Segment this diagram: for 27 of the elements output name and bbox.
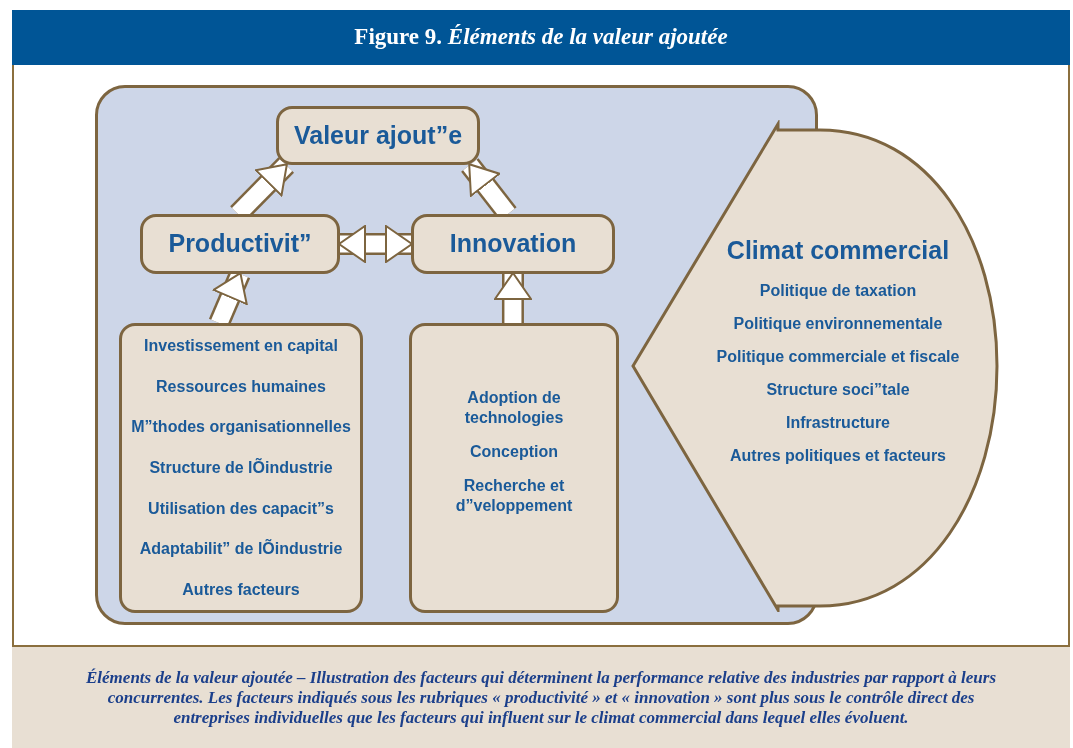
factor-text: Politique environnementale <box>732 314 944 335</box>
factor-text: Politique de taxation <box>758 281 918 302</box>
factor-text: Adoption de technologies <box>463 388 565 428</box>
factor-text: Recherche et d”veloppement <box>454 476 574 516</box>
factor-text: Adaptabilit” de lÕindustrie <box>138 539 344 560</box>
factor-text: Politique commerciale et fiscale <box>715 347 961 368</box>
box-title: Valeur ajout”e <box>293 119 463 151</box>
caption: Éléments de la valeur ajoutée – Illustration des facteurs qui déterminent la performance relative des industries par rapport à leurs concurrentes. Les facteurs indiqués sous les rubriques « productivité » et « innovation » sont plus sous le contrôle direct des entreprises individuelles que les facteurs qui influent sur le climat commercial dans lequel elles évoluent. <box>85 667 997 728</box>
factor-text: Autres facteurs <box>181 579 301 600</box>
factor-text: Utilisation des capacit”s <box>147 498 335 519</box>
rounded-box <box>411 214 615 274</box>
factor-text: Investissement en capital <box>143 336 339 356</box>
factor-text: Ressources humaines <box>155 376 327 397</box>
box-title: Productivit” <box>168 228 312 260</box>
box-title: Innovation <box>449 228 577 260</box>
rounded-box <box>276 106 480 165</box>
factor-text: Conception <box>469 442 559 462</box>
factor-text: Autres politiques et facteurs <box>728 446 947 467</box>
factor-text: M”thodes organisationnelles <box>130 417 352 438</box>
factor-text: Structure de lÕindustrie <box>148 457 334 478</box>
factor-text: Infrastructure <box>785 413 891 434</box>
heading: Climat commercial <box>726 235 950 266</box>
rounded-box <box>119 323 363 613</box>
title: Figure 9. Éléments de la valeur ajoutée <box>354 23 728 52</box>
rounded-box <box>409 323 619 613</box>
factor-text: Structure soci”tale <box>765 380 911 401</box>
rounded-box <box>140 214 340 274</box>
